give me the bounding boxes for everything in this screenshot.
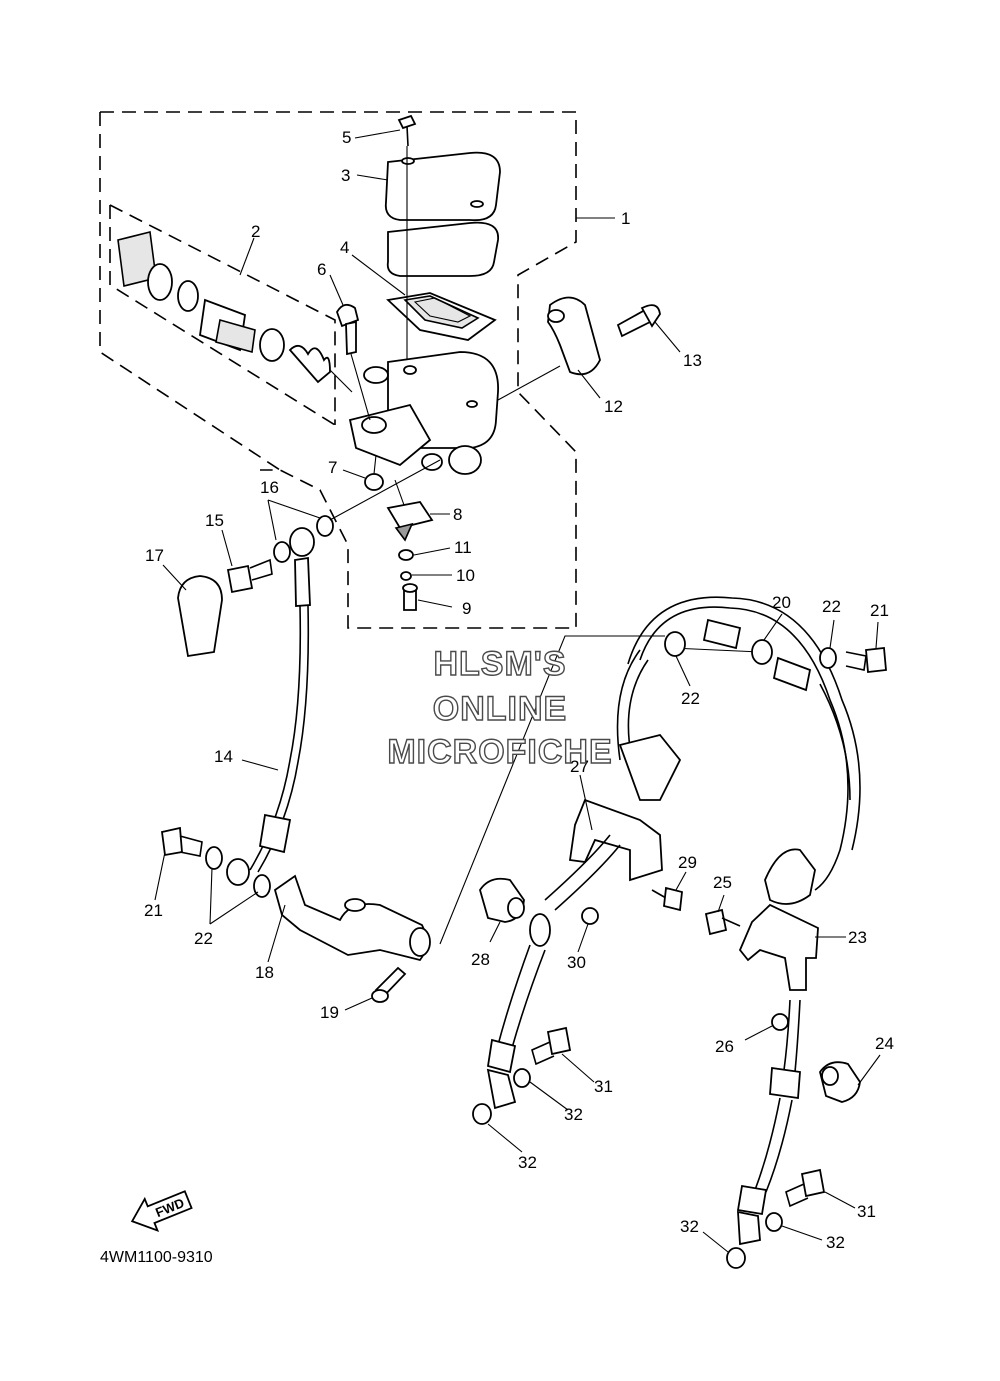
clamp-24 xyxy=(819,1061,861,1103)
washer-11 xyxy=(398,549,414,561)
callout-6: 6 xyxy=(317,260,326,279)
washer-16a xyxy=(273,541,291,563)
callout-32-d: 32 xyxy=(680,1217,699,1236)
washer-32b xyxy=(472,1103,492,1125)
callout-17: 17 xyxy=(145,546,164,565)
callout-23: 23 xyxy=(848,928,867,947)
master-cylinder-body xyxy=(348,351,499,475)
callout-31-left: 31 xyxy=(594,1077,613,1096)
callout-18: 18 xyxy=(255,963,274,982)
union-bolt-31a xyxy=(531,1026,572,1066)
leader-assembly xyxy=(329,459,761,945)
washer-16b xyxy=(316,515,334,537)
callout-19: 19 xyxy=(320,1003,339,1022)
callout-16: 16 xyxy=(260,478,279,497)
callout-22-mid: 22 xyxy=(681,689,700,708)
union-bolt-31b xyxy=(785,1168,826,1208)
watermark-line-2: ONLINE xyxy=(433,690,567,728)
clamp-28 xyxy=(479,877,525,923)
nut-26 xyxy=(771,1013,789,1031)
callout-10: 10 xyxy=(456,566,475,585)
watermark-line-1: HLSM'S xyxy=(433,645,566,683)
callout-11: 11 xyxy=(454,538,472,557)
callout-leaders xyxy=(154,129,881,1253)
callout-32-c: 32 xyxy=(826,1233,845,1252)
washer-32c xyxy=(765,1212,783,1232)
washer-22-left-a xyxy=(205,846,223,870)
bolt-13 xyxy=(616,304,661,338)
diaphragm-plate xyxy=(386,221,499,277)
union-bolt-21-right xyxy=(845,647,887,673)
screw-5 xyxy=(397,114,417,147)
brake-hose-14 xyxy=(249,527,315,873)
watermark-line-3: MICROFICHE xyxy=(387,733,612,771)
diaphragm-4 xyxy=(386,292,497,341)
callout-3: 3 xyxy=(341,166,350,185)
callout-26: 26 xyxy=(715,1037,734,1056)
callout-21-right: 21 xyxy=(870,601,889,620)
callout-12: 12 xyxy=(604,397,623,416)
callout-22-top-right: 22 xyxy=(822,597,841,616)
callout-1: 1 xyxy=(621,209,630,228)
callout-9: 9 xyxy=(462,599,471,618)
callout-8: 8 xyxy=(453,505,462,524)
washer-22-left-b xyxy=(253,874,271,898)
callout-29: 29 xyxy=(678,853,697,872)
fwd-arrow-icon: FWD xyxy=(130,1190,193,1232)
brake-hose-23 xyxy=(736,848,819,1246)
master-cylinder-assembly-boundary xyxy=(99,111,577,629)
washer-10 xyxy=(400,571,412,581)
union-bolt-15 xyxy=(226,558,273,594)
callout-5: 5 xyxy=(342,128,351,147)
watermark: HLSM'S ONLINE MICROFICHE xyxy=(387,644,613,771)
hose-end-left xyxy=(226,858,250,886)
washer-32a xyxy=(513,1068,531,1088)
reservoir-cap-3 xyxy=(384,151,501,222)
piston-kit-parts xyxy=(117,231,353,393)
callout-15: 15 xyxy=(205,511,224,530)
nut-30 xyxy=(581,907,599,925)
lever-bolt-6 xyxy=(336,303,371,421)
callout-21-left: 21 xyxy=(144,901,163,920)
callout-14: 14 xyxy=(214,747,233,766)
callout-2: 2 xyxy=(251,222,260,241)
union-bolt-21-left xyxy=(161,826,203,857)
brake-hose-27 xyxy=(486,649,682,1110)
callout-numbers: 1 2 3 4 5 6 7 8 9 10 11 12 13 14 15 16 1… xyxy=(144,128,894,1252)
bolt-19 xyxy=(371,966,407,1003)
drawing-code: 4WM1100-9310 xyxy=(100,1249,213,1266)
nut-7 xyxy=(364,473,384,491)
screw-9 xyxy=(402,583,418,611)
callout-20: 20 xyxy=(772,593,791,612)
callout-32-a: 32 xyxy=(564,1105,583,1124)
callout-28: 28 xyxy=(471,950,490,969)
holder-12 xyxy=(547,296,601,376)
callout-22-left: 22 xyxy=(194,929,213,948)
brake-hose-20 xyxy=(627,596,861,891)
washer-22-right xyxy=(819,647,837,669)
callout-24: 24 xyxy=(875,1034,894,1053)
brake-switch-8 xyxy=(386,501,434,542)
callout-27: 27 xyxy=(570,757,589,776)
washer-32d xyxy=(726,1247,746,1269)
bolt-29 xyxy=(651,886,683,912)
bolt-25 xyxy=(704,908,741,936)
callout-7: 7 xyxy=(328,458,337,477)
callout-25: 25 xyxy=(713,873,732,892)
callout-13: 13 xyxy=(683,351,702,370)
piston-kit-boundary xyxy=(109,204,336,426)
callout-31-right: 31 xyxy=(857,1202,876,1221)
callout-30: 30 xyxy=(567,953,586,972)
joint-18 xyxy=(273,874,431,962)
callout-4: 4 xyxy=(340,238,349,257)
callout-32-b: 32 xyxy=(518,1153,537,1172)
